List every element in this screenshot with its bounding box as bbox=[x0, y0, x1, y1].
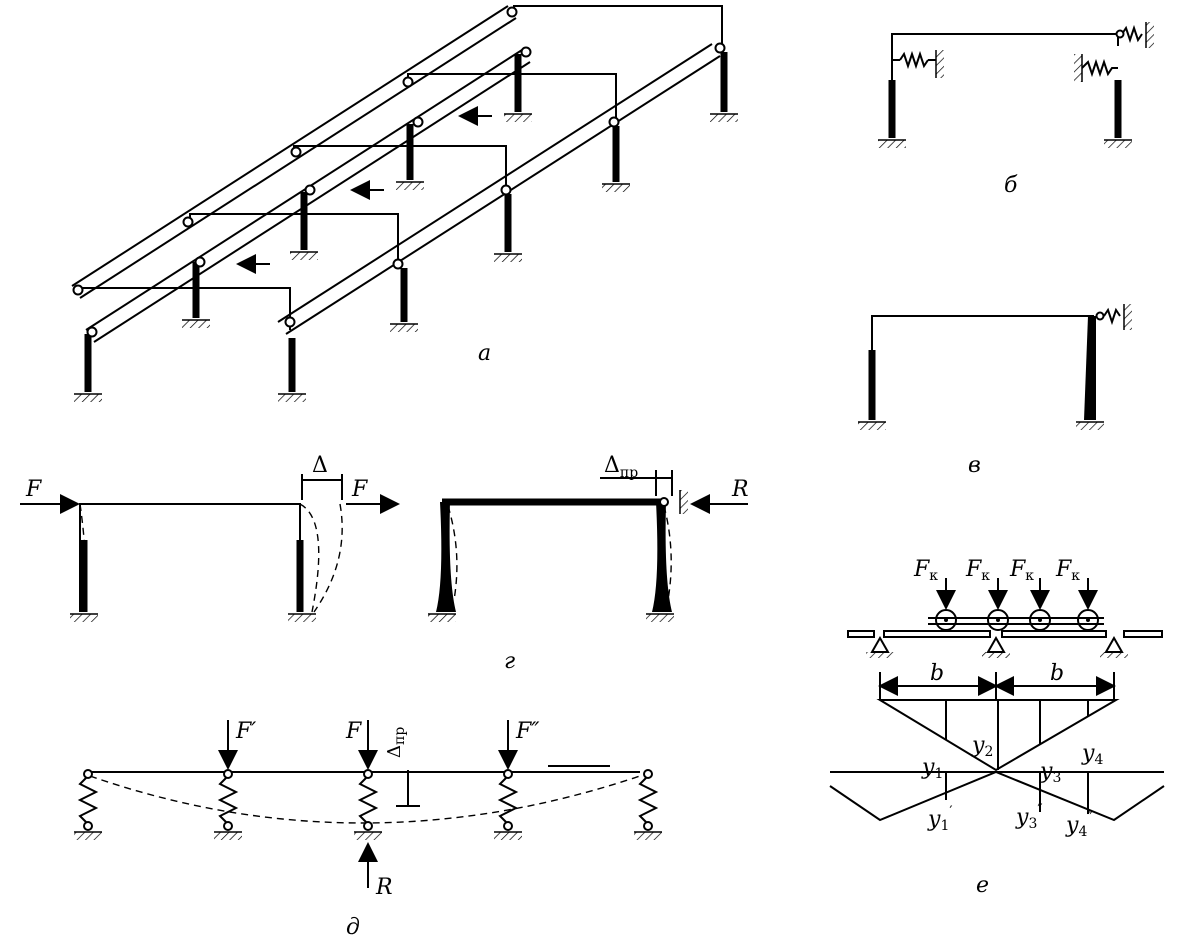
svg-text:Fк: Fк bbox=[965, 557, 990, 584]
label-R-g: R bbox=[731, 477, 749, 502]
label-delta-pr-d: Δпр bbox=[384, 727, 408, 758]
diagram-g-restrained-frame: R Δпр bbox=[428, 453, 749, 622]
label-F-prime: F′ bbox=[235, 719, 256, 744]
supports-e bbox=[866, 635, 1128, 658]
influence-line-lower bbox=[829, 770, 1165, 822]
svg-text:Fк: Fк bbox=[913, 557, 938, 584]
label-R-d: R bbox=[375, 875, 393, 900]
label-F-d: F bbox=[345, 719, 362, 744]
columns-a bbox=[84, 52, 728, 392]
svg-text:y4: y4 bbox=[1081, 741, 1103, 768]
diagram-e-influence-lines: Fк Fк Fк Fк b b y1 y2 y3 y4 bbox=[829, 557, 1165, 840]
caption-v: в bbox=[968, 453, 981, 478]
grounds-a bbox=[74, 113, 738, 402]
label-b-right: b bbox=[1050, 661, 1064, 686]
hinges-a bbox=[72, 6, 726, 338]
caption-g: г bbox=[504, 649, 515, 674]
crane-force-arrows bbox=[236, 106, 492, 274]
grounds-d bbox=[74, 831, 662, 840]
label-delta: Δ bbox=[312, 453, 328, 478]
springs-d bbox=[77, 775, 659, 825]
spring-top bbox=[1121, 24, 1143, 44]
crane-wheels bbox=[935, 609, 1099, 631]
roof-girders bbox=[77, 5, 723, 330]
label-F-double-prime: F″ bbox=[515, 719, 540, 744]
diagram-g-free-frame: F F Δ bbox=[20, 453, 400, 622]
hinges-d bbox=[83, 769, 653, 831]
caption-a: а bbox=[478, 341, 491, 366]
label-b-left: b bbox=[930, 661, 944, 686]
svg-text:y1′: y1′ bbox=[927, 804, 953, 834]
caption-e: е bbox=[976, 873, 989, 898]
label-F-right: F bbox=[351, 477, 368, 502]
crane-loads-Fk: Fк Fк Fк Fк bbox=[913, 557, 1098, 610]
column-right-g bbox=[652, 502, 672, 612]
diagram-v-frame-with-top-support: в bbox=[858, 304, 1132, 478]
caption-d: д bbox=[346, 915, 360, 940]
svg-text:Fк: Fк bbox=[1009, 557, 1034, 584]
diagram-b-frame-with-springs: б bbox=[878, 22, 1154, 198]
diagram-d-beam-on-springs: F′ F F″ R Δпр bbox=[74, 719, 662, 900]
svg-text:y1: y1 bbox=[921, 755, 943, 782]
svg-text:y4″: y4″ bbox=[1065, 810, 1093, 840]
label-F-left: F bbox=[25, 477, 42, 502]
spring-left bbox=[899, 50, 929, 70]
crane-beam-front bbox=[277, 43, 721, 335]
label-delta-pr-g: Δпр bbox=[604, 453, 638, 481]
svg-text:y2: y2 bbox=[971, 733, 993, 760]
svg-text:Fк: Fк bbox=[1055, 557, 1080, 584]
column-right-v bbox=[1084, 316, 1096, 420]
column-left-g bbox=[436, 502, 456, 612]
crane-beam-middle bbox=[85, 49, 531, 343]
svg-text:y3″: y3″ bbox=[1015, 802, 1043, 832]
diagram-a-spatial-frame: а bbox=[71, 5, 738, 402]
caption-b: б bbox=[1004, 173, 1018, 198]
crane-beam-back bbox=[71, 5, 517, 299]
spring-right bbox=[1081, 58, 1118, 78]
